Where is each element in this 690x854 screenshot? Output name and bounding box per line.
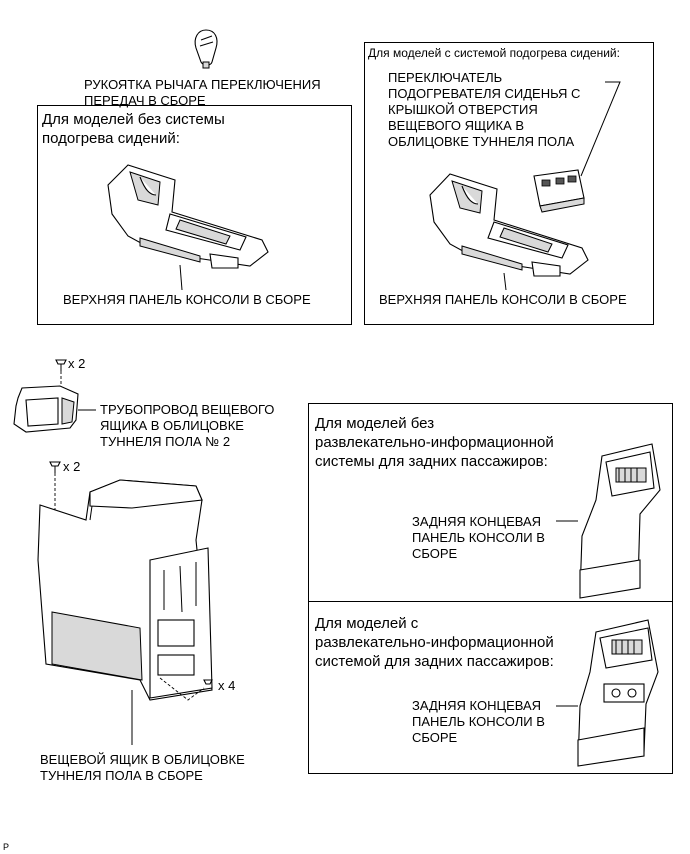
upper-panel-with-heater-drawing: [429, 173, 589, 291]
rear-no-ent-title: Для моделей без развлекательно-информаци…: [315, 415, 554, 470]
rear-end-panel-no-ent-drawing: [556, 443, 661, 599]
duct-screw-drawing: [55, 359, 67, 390]
console-screw-drawing: [49, 461, 61, 510]
duct-label: ТРУБОПРОВОД ВЕЩЕВОГО ЯЩИКА В ОБЛИЦОВКЕ Т…: [100, 402, 275, 449]
panel-with-heater-box: [364, 42, 654, 325]
console-screw-qty-bottom: x 4: [218, 678, 236, 693]
console-screw-qty-top: x 2: [63, 459, 81, 474]
console-box-label: ВЕЩЕВОЙ ЯЩИК В ОБЛИЦОВКЕ ТУННЕЛЯ ПОЛА В …: [40, 752, 245, 783]
rear-ent-label: ЗАДНЯЯ КОНЦЕВАЯ ПАНЕЛЬ КОНСОЛИ В СБОРЕ: [412, 698, 545, 745]
panel-with-heater-title: Для моделей с системой подогрева сидений…: [368, 46, 620, 60]
upper-panel-with-heater-label: ВЕРХНЯЯ ПАНЕЛЬ КОНСОЛИ В СБОРЕ: [379, 292, 627, 307]
rear-no-ent-label: ЗАДНЯЯ КОНЦЕВАЯ ПАНЕЛЬ КОНСОЛИ В СБОРЕ: [412, 514, 545, 561]
rear-end-panel-ent-drawing: [556, 619, 659, 767]
rear-ent-title: Для моделей с развлекательно-информацион…: [315, 615, 554, 670]
seat-heater-switch-label: ПЕРЕКЛЮЧАТЕЛЬ ПОДОГРЕВАТЕЛЯ СИДЕНЬЯ С КР…: [388, 70, 581, 149]
duct-screw-qty: x 2: [68, 356, 86, 371]
rear-panels-box: [308, 403, 673, 774]
duct-drawing: [13, 385, 96, 433]
figure-code: P: [3, 842, 10, 852]
upper-panel-no-heater-drawing: [107, 164, 269, 291]
rear-panels-divider: [308, 601, 673, 603]
console-box-drawing: [37, 479, 213, 745]
shift-knob-drawing: [194, 29, 218, 69]
seat-heater-switch-drawing: [533, 81, 621, 213]
panel-no-heater-box: [37, 105, 352, 325]
upper-panel-no-heater-label: ВЕРХНЯЯ ПАНЕЛЬ КОНСОЛИ В СБОРЕ: [63, 292, 311, 307]
shift-knob-label: РУКОЯТКА РЫЧАГА ПЕРЕКЛЮЧЕНИЯ ПЕРЕДАЧ В С…: [84, 77, 321, 108]
panel-no-heater-title: Для моделей без системы подогрева сидени…: [42, 111, 225, 147]
